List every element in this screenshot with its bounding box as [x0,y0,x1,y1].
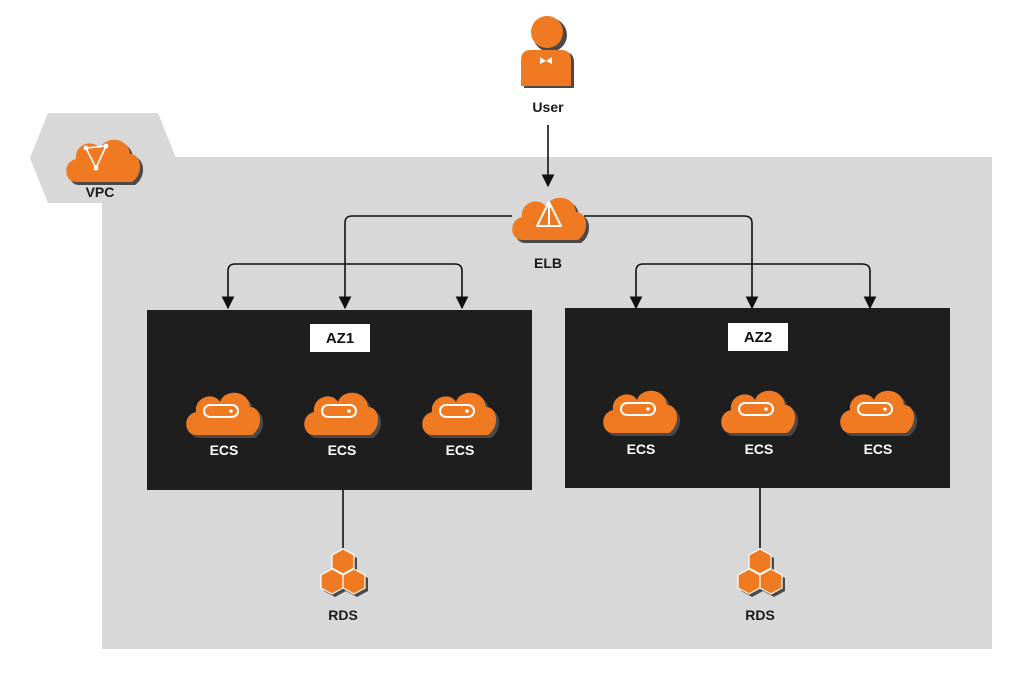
zone-label-box [728,323,788,351]
rds-label: RDS [745,607,775,623]
zone-label: AZ1 [326,330,354,347]
vpc-cloud-icon [66,139,144,185]
ecs-label: ECS [745,441,774,457]
elb-cloud-icon [512,197,590,243]
user-node: User [521,16,574,115]
ecs-cloud-icon [603,390,681,436]
ecs-instance: ECS [840,390,918,457]
ecs-label: ECS [210,442,239,458]
rds-node: RDS [320,548,368,623]
vpc-badge: VPC [30,113,176,203]
ecs-cloud-icon [304,392,382,438]
zone-label-box [310,324,370,352]
vpc-label: VPC [86,184,115,200]
ecs-label: ECS [328,442,357,458]
rds-icon [737,548,785,597]
rds-icon [320,548,368,597]
elb-node: ELB [512,197,590,271]
ecs-cloud-icon [721,390,799,436]
user-label: User [532,99,564,115]
ecs-instance: ECS [721,390,799,457]
rds-label: RDS [328,607,358,623]
elb-connectors [221,215,877,310]
elb-label: ELB [534,255,562,271]
zone-az2: AZ2 ECS ECS [565,308,950,488]
rds-node: RDS [737,548,785,623]
zone-az1: AZ1 ECS ECS [147,310,532,490]
ecs-label: ECS [627,441,656,457]
user-icon [521,16,574,88]
ecs-label: ECS [446,442,475,458]
ecs-instance: ECS [603,390,681,457]
ecs-cloud-icon [186,392,264,438]
zone-label: AZ2 [744,329,772,346]
ecs-label: ECS [864,441,893,457]
ecs-cloud-icon [422,392,500,438]
ecs-instance: ECS [186,392,264,458]
ecs-instance: ECS [304,392,382,458]
ecs-instance: ECS [422,392,500,458]
ecs-cloud-icon [840,390,918,436]
